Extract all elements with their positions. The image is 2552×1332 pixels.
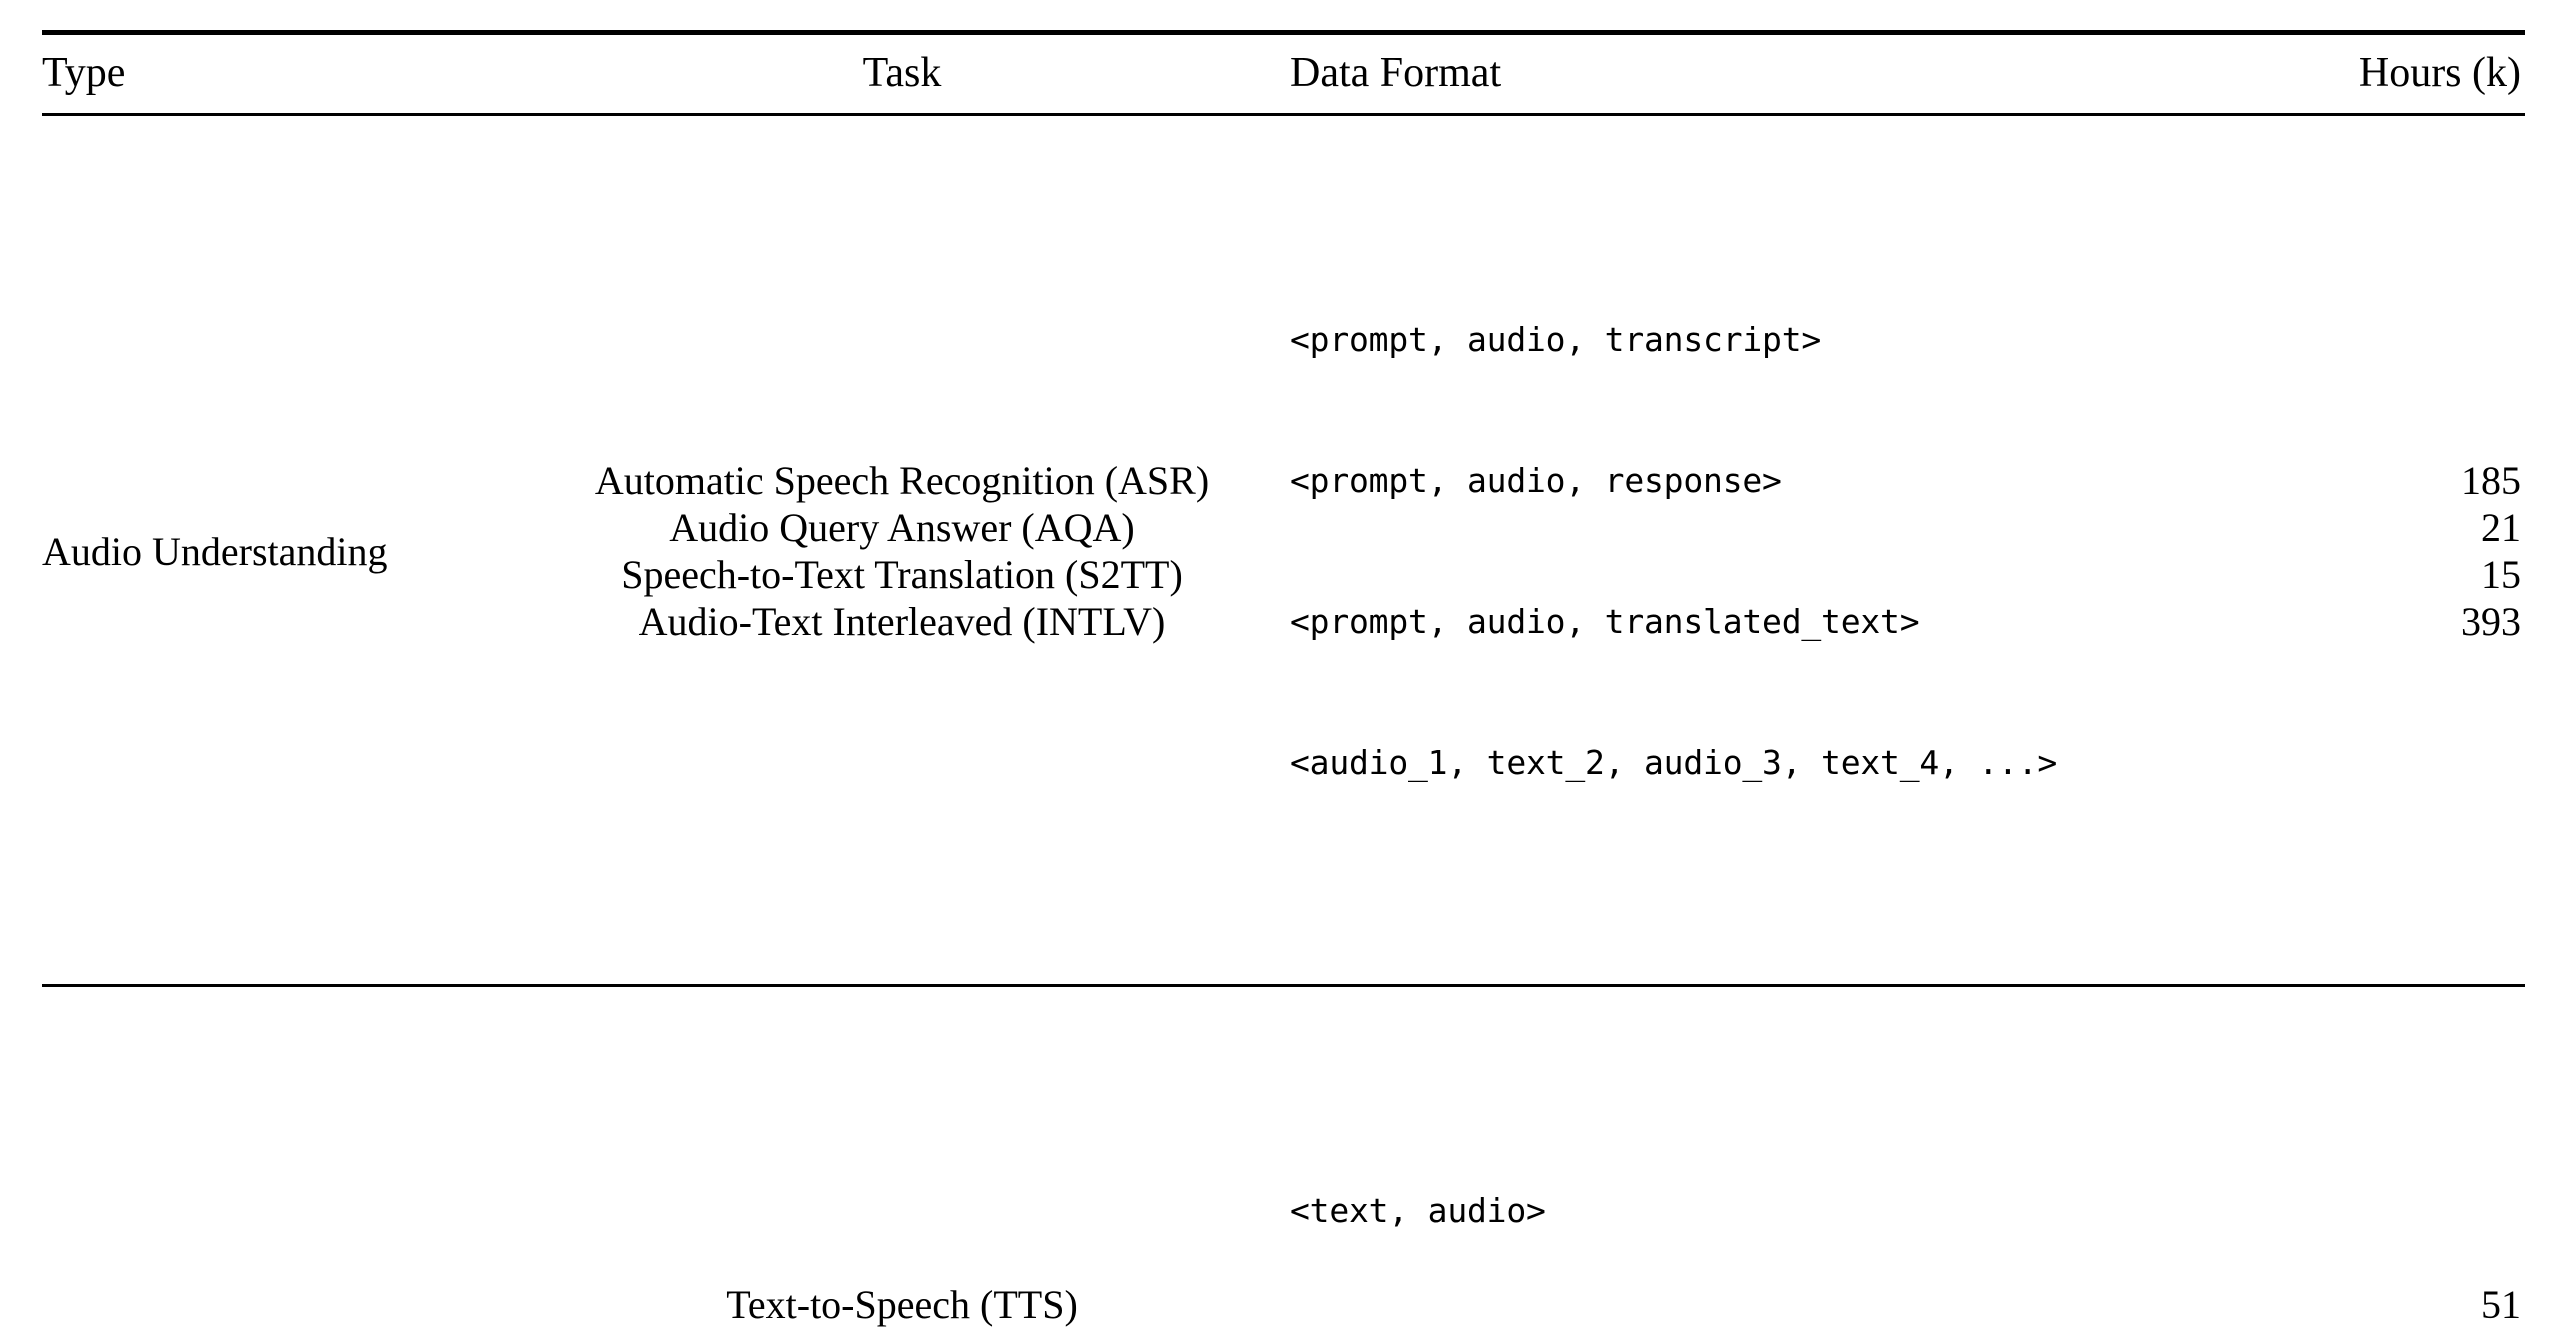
- task-intlv: Audio-Text Interleaved (INTLV): [522, 598, 1282, 645]
- format-s2tt: <prompt, audio, translated_text>: [1290, 598, 2285, 645]
- group-top-rule-audio-understanding: [42, 115, 2525, 129]
- rule-spacer-type: [42, 115, 522, 129]
- format-aqa: <prompt, audio, response>: [1290, 457, 2285, 504]
- hours-s2tt: 15: [2285, 551, 2521, 598]
- hours-stack: 185 21 15 393: [2285, 457, 2521, 645]
- group-top-rule-audio-generation: [42, 986, 2525, 1000]
- group-bottom-spacer-audio-understanding: [42, 974, 2525, 986]
- hours-intlv: 393: [2285, 598, 2521, 645]
- column-header-data-format: Data Format: [1282, 33, 2285, 115]
- hours-aqa: 21: [2285, 504, 2521, 551]
- format-tts: <text, audio>: [1290, 1187, 2285, 1234]
- task-aqa: Audio Query Answer (AQA): [522, 504, 1282, 551]
- spacer-format: [1282, 974, 2285, 986]
- spacer-hours: [2285, 974, 2525, 986]
- task-tts: Text-to-Speech (TTS): [522, 1281, 1282, 1328]
- spacer-task: [522, 974, 1282, 986]
- task-s2tt: Speech-to-Text Translation (S2TT): [522, 551, 1282, 598]
- column-header-task: Task: [522, 33, 1282, 115]
- hours-itts: 142: [2285, 1328, 2521, 1332]
- format-intlv: <audio_1, text_2, audio_3, text_4, ...>: [1290, 739, 2285, 786]
- table-container: Type Task Data Format Hours (k) Audio Un…: [42, 30, 2525, 1332]
- rule-spacer-hours: [2285, 986, 2525, 1000]
- cell-task-group-audio-understanding: Automatic Speech Recognition (ASR) Audio…: [522, 128, 1282, 974]
- hours-asr: 185: [2285, 457, 2521, 504]
- rule-spacer-hours: [2285, 115, 2525, 129]
- task-asr: Automatic Speech Recognition (ASR): [522, 457, 1282, 504]
- task-stack: Automatic Speech Recognition (ASR) Audio…: [522, 457, 1282, 645]
- format-stack: <prompt, audio, transcript> <prompt, aud…: [1290, 222, 2285, 880]
- hours-tts: 51: [2285, 1281, 2521, 1328]
- spacer-type: [42, 974, 522, 986]
- table-header-row: Type Task Data Format Hours (k): [42, 33, 2525, 115]
- format-stack: <text, audio> <text_1, audio_1, text_2, …: [1290, 1093, 2285, 1332]
- table-row-group-audio-understanding: Audio Understanding Automatic Speech Rec…: [42, 128, 2525, 974]
- cell-hours-group-audio-understanding: 185 21 15 393: [2285, 128, 2525, 974]
- cell-format-group-audio-generation: <text, audio> <text_1, audio_1, text_2, …: [1282, 999, 2285, 1332]
- rule-spacer-task: [522, 986, 1282, 1000]
- format-asr: <prompt, audio, transcript>: [1290, 316, 2285, 363]
- rule-spacer-format: [1282, 986, 2285, 1000]
- cell-hours-group-audio-generation: 51 142 80: [2285, 999, 2525, 1332]
- rule-spacer-format: [1282, 115, 2285, 129]
- column-header-hours: Hours (k): [2285, 33, 2525, 115]
- column-header-type: Type: [42, 33, 522, 115]
- dataset-statistics-table: Type Task Data Format Hours (k) Audio Un…: [42, 30, 2525, 1332]
- cell-task-group-audio-generation: Text-to-Speech (TTS) Interleaved Text-to…: [522, 999, 1282, 1332]
- rule-spacer-task: [522, 115, 1282, 129]
- format-itts: <text_1, audio_1, text_2, audio_2, ...>: [1290, 1328, 2285, 1332]
- task-itts: Interleaved Text-to-Speech (ITTS): [522, 1328, 1282, 1332]
- cell-format-group-audio-understanding: <prompt, audio, transcript> <prompt, aud…: [1282, 128, 2285, 974]
- table-header: Type Task Data Format Hours (k): [42, 33, 2525, 115]
- rule-spacer-type: [42, 986, 522, 1000]
- hours-stack: 51 142 80: [2285, 1281, 2521, 1332]
- table-row-group-audio-generation: Audio Generation Text-to-Speech (TTS) In…: [42, 999, 2525, 1332]
- cell-type-audio-generation: Audio Generation: [42, 999, 522, 1332]
- task-stack: Text-to-Speech (TTS) Interleaved Text-to…: [522, 1281, 1282, 1332]
- cell-type-audio-understanding: Audio Understanding: [42, 128, 522, 974]
- table-body: Audio Understanding Automatic Speech Rec…: [42, 115, 2525, 1332]
